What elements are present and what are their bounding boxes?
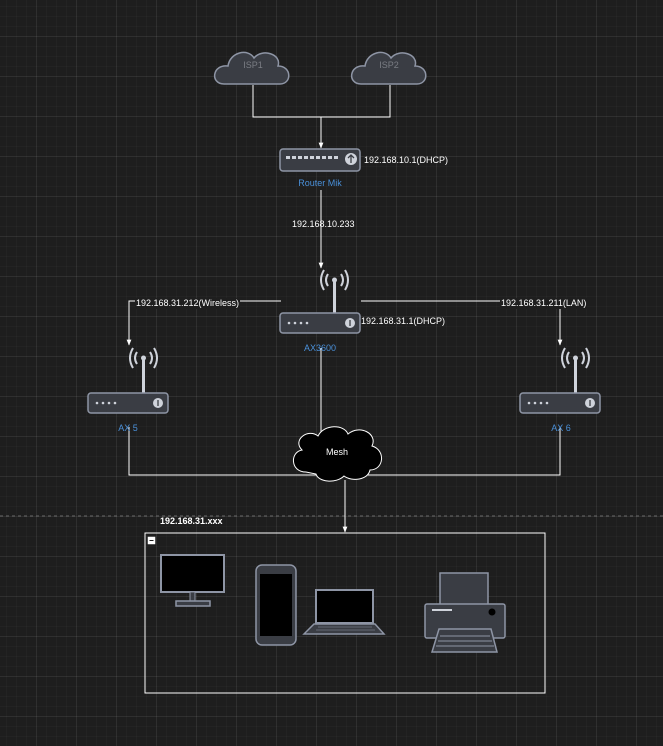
mesh-label: Mesh (325, 447, 349, 457)
ax3600-router-icon[interactable] (279, 269, 361, 334)
group-title: 192.168.31.xxx (160, 516, 223, 526)
isp1-connector[interactable] (252, 85, 391, 118)
printer-icon[interactable] (424, 572, 506, 653)
mesh-cloud-icon[interactable] (293, 426, 382, 482)
router-mik-label: Router Mik (298, 178, 342, 188)
ax5-ip-label: 192.168.31.212(Wireless) (135, 298, 241, 309)
ax6-router-icon[interactable] (519, 347, 601, 414)
ax5-router-icon[interactable] (87, 347, 169, 414)
phone-icon[interactable] (255, 564, 297, 646)
isp2-cloud-icon[interactable] (351, 51, 427, 85)
ax5-label: AX 5 (118, 423, 138, 433)
router-mik-icon[interactable] (279, 148, 361, 172)
ax6-label: AX 6 (551, 423, 571, 433)
monitor-icon[interactable] (160, 554, 225, 607)
isp2-label: ISP2 (379, 60, 399, 70)
ax6-to-mesh-line[interactable] (345, 427, 561, 476)
subnet-group[interactable] (144, 532, 546, 694)
ax6-ip-label: 192.168.31.211(LAN) (500, 298, 588, 309)
isp1-label: ISP1 (243, 60, 263, 70)
uplink-ip-label: 192.168.10.233 (292, 219, 355, 229)
ax3600-label: AX3600 (303, 343, 337, 353)
ax5-to-mesh-line[interactable] (128, 427, 345, 476)
laptop-icon[interactable] (302, 589, 386, 635)
router-ip-label: 192.168.10.1(DHCP) (364, 155, 449, 165)
isp1-cloud-icon[interactable] (214, 51, 290, 85)
ax3600-ip-label: 192.168.31.1(DHCP) (361, 316, 446, 326)
